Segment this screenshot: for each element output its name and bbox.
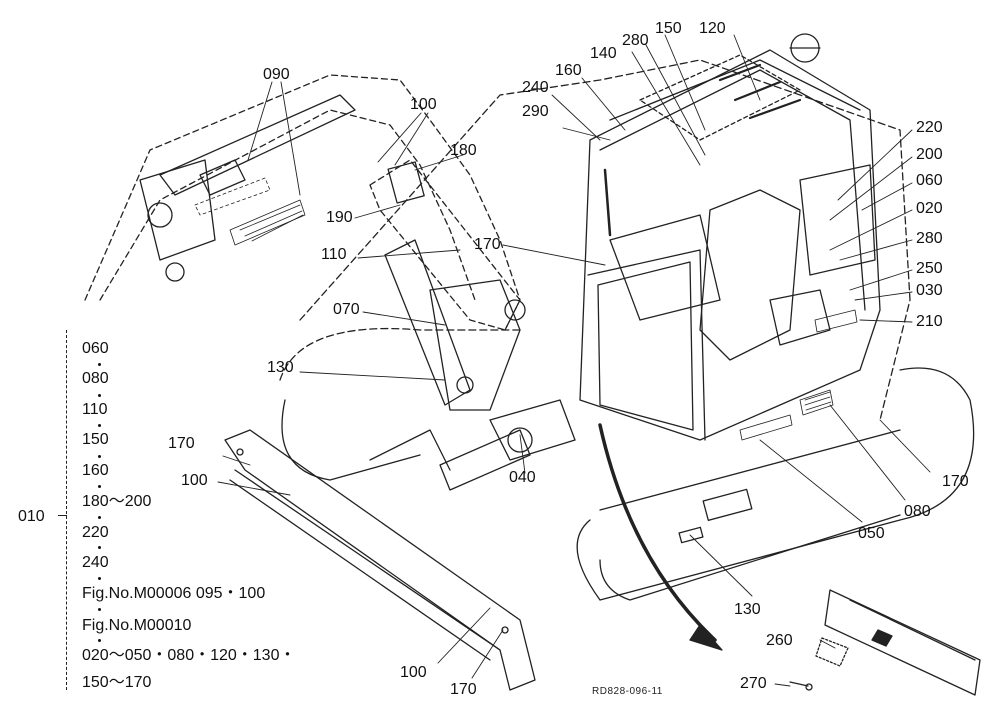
- callout-210: 210: [916, 313, 943, 330]
- callout-170-bottom: 170: [450, 681, 477, 698]
- callout-170-track: 170: [942, 473, 969, 490]
- callout-110: 110: [321, 246, 347, 263]
- callout-090: 090: [263, 66, 290, 83]
- kit-item: 080: [82, 370, 109, 387]
- callout-130-track: 130: [734, 601, 761, 618]
- kit-separator-dot: [98, 485, 101, 488]
- boom-cylinder: [139, 94, 356, 282]
- kit-bracket-tick: [58, 515, 67, 516]
- leader-lines: [217, 34, 931, 687]
- upper-structure: [279, 59, 911, 421]
- callout-100: 100: [410, 96, 437, 113]
- boom-decals: [194, 177, 306, 246]
- detail-arrow: [598, 423, 723, 651]
- kit-separator-dot: [98, 394, 101, 397]
- cab: [579, 33, 881, 441]
- kit-item: 240: [82, 554, 109, 571]
- drawing-reference-code: RD828-096-11: [592, 686, 663, 697]
- kit-separator-dot: [98, 577, 101, 580]
- kit-separator-dot: [98, 608, 101, 611]
- callout-170-blade: 170: [168, 435, 195, 452]
- callout-060: 060: [916, 172, 943, 189]
- detail-inset: [789, 589, 981, 696]
- callout-270: 270: [740, 675, 767, 692]
- kit-separator-dot: [98, 455, 101, 458]
- cab-decals: [739, 309, 858, 441]
- boom-outline: [84, 74, 521, 331]
- kit-bracket: [66, 330, 75, 690]
- kit-label: 010: [18, 508, 45, 525]
- callout-100-bottom: 100: [400, 664, 427, 681]
- left-track: [281, 399, 451, 481]
- callout-140: 140: [590, 45, 617, 62]
- callout-170-cab: 170: [474, 236, 501, 253]
- callout-220: 220: [916, 119, 943, 136]
- callout-280-top: 280: [622, 32, 649, 49]
- callout-190: 190: [326, 209, 353, 226]
- right-track: [576, 367, 975, 601]
- callout-280-side: 280: [916, 230, 943, 247]
- callout-130-arm: 130: [267, 359, 294, 376]
- callout-100-blade: 100: [181, 472, 208, 489]
- kit-item: 110: [82, 401, 108, 418]
- kit-item: 060: [82, 340, 109, 357]
- kit-separator-dot: [98, 639, 101, 642]
- kit-separator-dot: [98, 424, 101, 427]
- kit-item: Fig.No.M00006 095・100: [82, 585, 266, 602]
- callout-290: 290: [522, 103, 549, 120]
- callout-120: 120: [699, 20, 726, 37]
- callout-080: 080: [904, 503, 931, 520]
- callout-150: 150: [655, 20, 682, 37]
- kit-item: 160: [82, 462, 109, 479]
- callout-260: 260: [766, 632, 793, 649]
- kit-item: 020～050・080・120・130・: [82, 647, 296, 664]
- callout-200: 200: [916, 146, 943, 163]
- callout-240: 240: [522, 79, 549, 96]
- callout-180: 180: [450, 142, 477, 159]
- kit-separator-dot: [98, 516, 101, 519]
- kit-item: 180～200: [82, 493, 152, 510]
- callout-030: 030: [916, 282, 943, 299]
- kit-item: 150: [82, 431, 109, 448]
- callout-250: 250: [916, 260, 943, 277]
- callout-020: 020: [916, 200, 943, 217]
- swing-cylinder: [439, 399, 576, 491]
- kit-item: 150～170: [82, 674, 152, 691]
- callout-050: 050: [858, 525, 885, 542]
- kit-item: Fig.No.M00010: [82, 617, 192, 634]
- arm: [369, 159, 526, 411]
- callout-070: 070: [333, 301, 360, 318]
- dozer-blade: [224, 429, 536, 691]
- kit-separator-dot: [98, 546, 101, 549]
- callout-040: 040: [509, 469, 536, 486]
- callout-160: 160: [555, 62, 582, 79]
- kit-item: 220: [82, 524, 109, 541]
- kit-separator-dot: [98, 363, 101, 366]
